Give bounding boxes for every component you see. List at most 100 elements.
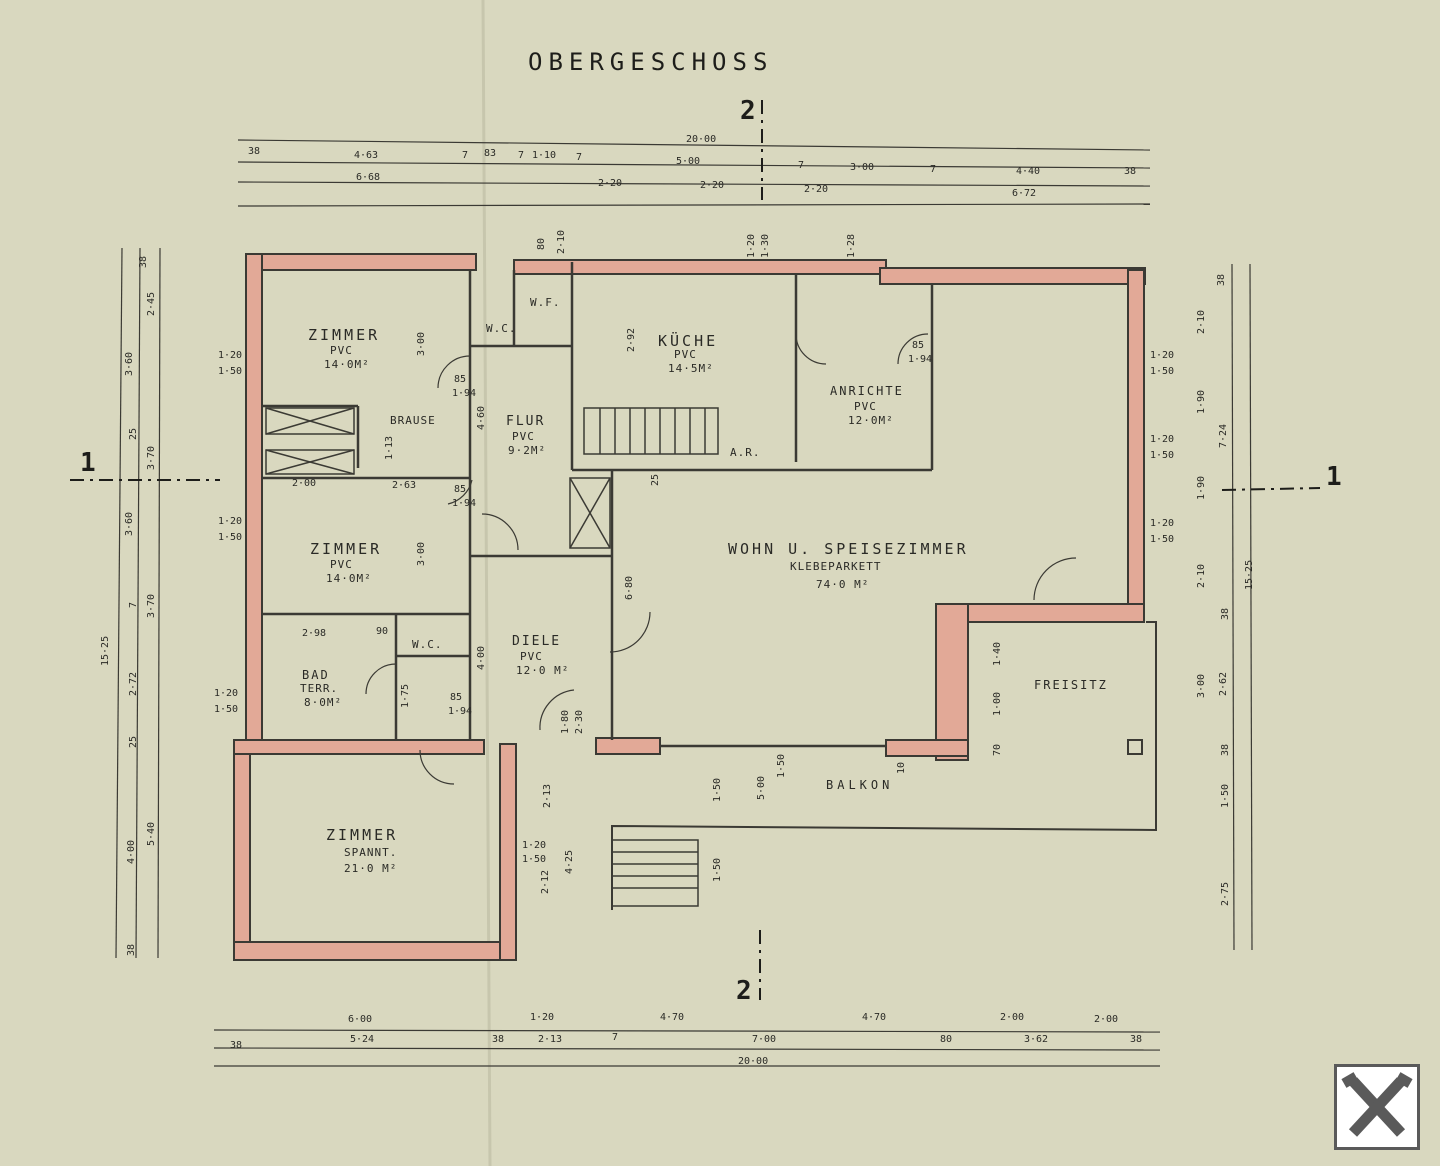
window-dim-w3-a: 1·20 [214, 688, 239, 699]
bottom-dim-r2-5: 7·00 [752, 1034, 777, 1045]
right-dim-7: 38 [1220, 607, 1231, 620]
left-dim-10: 25 [128, 735, 139, 748]
left-dim-7: 3·70 [146, 593, 157, 618]
right-dim-4: 1·90 [1196, 475, 1207, 500]
left-dim-3: 25 [128, 427, 139, 440]
top-dim-r2-0: 6·68 [356, 172, 381, 183]
bottom-dim-r2-3: 2·13 [538, 1034, 563, 1045]
top-dim-r1-6: 7 [576, 152, 583, 163]
window-dim-w7-b: 1·50 [1150, 534, 1175, 545]
bottom-dim-r2-4: 7 [612, 1032, 619, 1043]
top-dim-r2-4: 6·72 [1012, 188, 1037, 199]
bottom-dim-r2-6: 80 [940, 1034, 953, 1045]
label-brause: BRAUSE [390, 414, 436, 427]
dim-130: 1·30 [760, 233, 771, 258]
dim-25: 25 [650, 473, 661, 486]
room-name-anrichte: ANRICHTE [830, 384, 904, 398]
door-dim-2-a: 85 [454, 484, 467, 495]
window-dim-w4-b: 1·50 [522, 854, 547, 865]
section-mark-2-top: 2 [740, 96, 756, 126]
dim-263: 2·63 [392, 480, 417, 491]
dim-80: 80 [536, 237, 547, 250]
door-dim-4-a: 85 [450, 692, 463, 703]
top-dim-r1-1: 4·63 [354, 150, 379, 161]
right-dim-3: 7·24 [1218, 423, 1229, 448]
room-name-zimmer-1: ZIMMER [308, 326, 381, 344]
bottom-dim-r2-7: 3·62 [1024, 1034, 1049, 1045]
room-name-bad: BAD [302, 668, 330, 682]
bottom-dim-r2-0: 38 [230, 1040, 243, 1051]
right-dim-2: 1·90 [1196, 389, 1207, 414]
room-area-kueche: 14·5M² [668, 362, 714, 375]
top-dim-r2-3: 2·20 [804, 184, 829, 195]
left-dim-2: 3·60 [124, 351, 135, 376]
bottom-dim-overall: 20·00 [738, 1056, 769, 1067]
dim-500: 5·00 [756, 775, 767, 800]
section-lines [70, 100, 1321, 1000]
top-dim-r1-9: 3·00 [850, 162, 875, 173]
window-dim-w4-a: 1·20 [522, 840, 547, 851]
left-dim-12: 5·40 [146, 821, 157, 846]
top-dim-r1-7: 5·00 [676, 156, 701, 167]
bottom-dim-r1-5: 2·00 [1094, 1014, 1119, 1025]
bottom-dim-r1-0: 6·00 [348, 1014, 373, 1025]
dim-150a: 1·50 [712, 777, 723, 802]
left-dim-6: 7 [128, 601, 139, 608]
room-floor-diele: PVC [520, 650, 543, 663]
section-mark-1-right: 1 [1326, 462, 1342, 492]
room-name-wohnzimmer: WOHN U. SPEISEZIMMER [728, 540, 969, 558]
bottom-dim-r1-2: 4·70 [660, 1012, 685, 1023]
bottom-dim-r1-4: 2·00 [1000, 1012, 1025, 1023]
left-dim-11: 4·00 [126, 839, 137, 864]
room-floor-zimmer-2: PVC [330, 558, 353, 571]
room-floor-zimmer-1: PVC [330, 344, 353, 357]
plan-title: OBERGESCHOSS [528, 48, 774, 76]
dimension-lines [115, 139, 1253, 1067]
door-dim-2-b: 1·94 [452, 498, 477, 509]
room-name-kueche: KÜCHE [658, 332, 719, 350]
dim-680: 6·80 [624, 575, 635, 600]
section-mark-1-left: 1 [80, 448, 96, 478]
dim-298: 2·98 [302, 628, 327, 639]
window-dim-w5-b: 1·50 [1150, 366, 1175, 377]
top-dim-r1-5: 1·10 [532, 150, 557, 161]
room-area-zimmer-3: 21·0 M² [344, 862, 398, 875]
window-dim-w3-b: 1·50 [214, 704, 239, 715]
right-dim-6: 15·25 [1244, 559, 1255, 590]
dim-128: 1·28 [846, 233, 857, 258]
dim-300a: 3·00 [416, 331, 427, 356]
stairs [583, 407, 719, 907]
balcony-outline [611, 621, 1157, 910]
door-dim-1-b: 1·94 [452, 388, 477, 399]
window-dim-w5-a: 1·20 [1150, 350, 1175, 361]
window-dim-w2-b: 1·50 [218, 532, 243, 543]
right-dim-11: 1·50 [1220, 783, 1231, 808]
top-dim-r1-10: 7 [930, 164, 937, 175]
right-dim-8: 3·00 [1196, 673, 1207, 698]
left-dim-1: 2·45 [146, 291, 157, 316]
dim-100: 1·00 [992, 691, 1003, 716]
exterior-walls [233, 253, 1146, 961]
left-dim-5: 3·60 [124, 511, 135, 536]
door-dim-3-b: 1·94 [908, 354, 933, 365]
dim-140: 1·40 [992, 641, 1003, 666]
dim-150b: 1·50 [776, 753, 787, 778]
room-name-flur: FLUR [506, 414, 546, 429]
raiffeisen-gable-cross-icon [1341, 1072, 1413, 1137]
dim-292: 2·92 [626, 327, 637, 352]
dim-212: 2·12 [540, 869, 551, 894]
paper-fold [481, 0, 492, 1166]
right-dim-12: 2·75 [1220, 881, 1231, 906]
left-dim-0: 38 [138, 255, 149, 268]
dim-425: 4·25 [564, 849, 575, 874]
top-dim-overall: 20·00 [686, 134, 717, 145]
room-area-anrichte: 12·0M² [848, 414, 894, 427]
room-area-flur: 9·2M² [508, 444, 547, 457]
window-dim-w6-b: 1·50 [1150, 450, 1175, 461]
top-dim-r1-8: 7 [798, 160, 805, 171]
shafts [265, 407, 611, 549]
left-dim-8: 15·25 [100, 635, 111, 666]
dim-175: 1·75 [400, 683, 411, 708]
door-dim-4-b: 1·94 [448, 706, 473, 717]
